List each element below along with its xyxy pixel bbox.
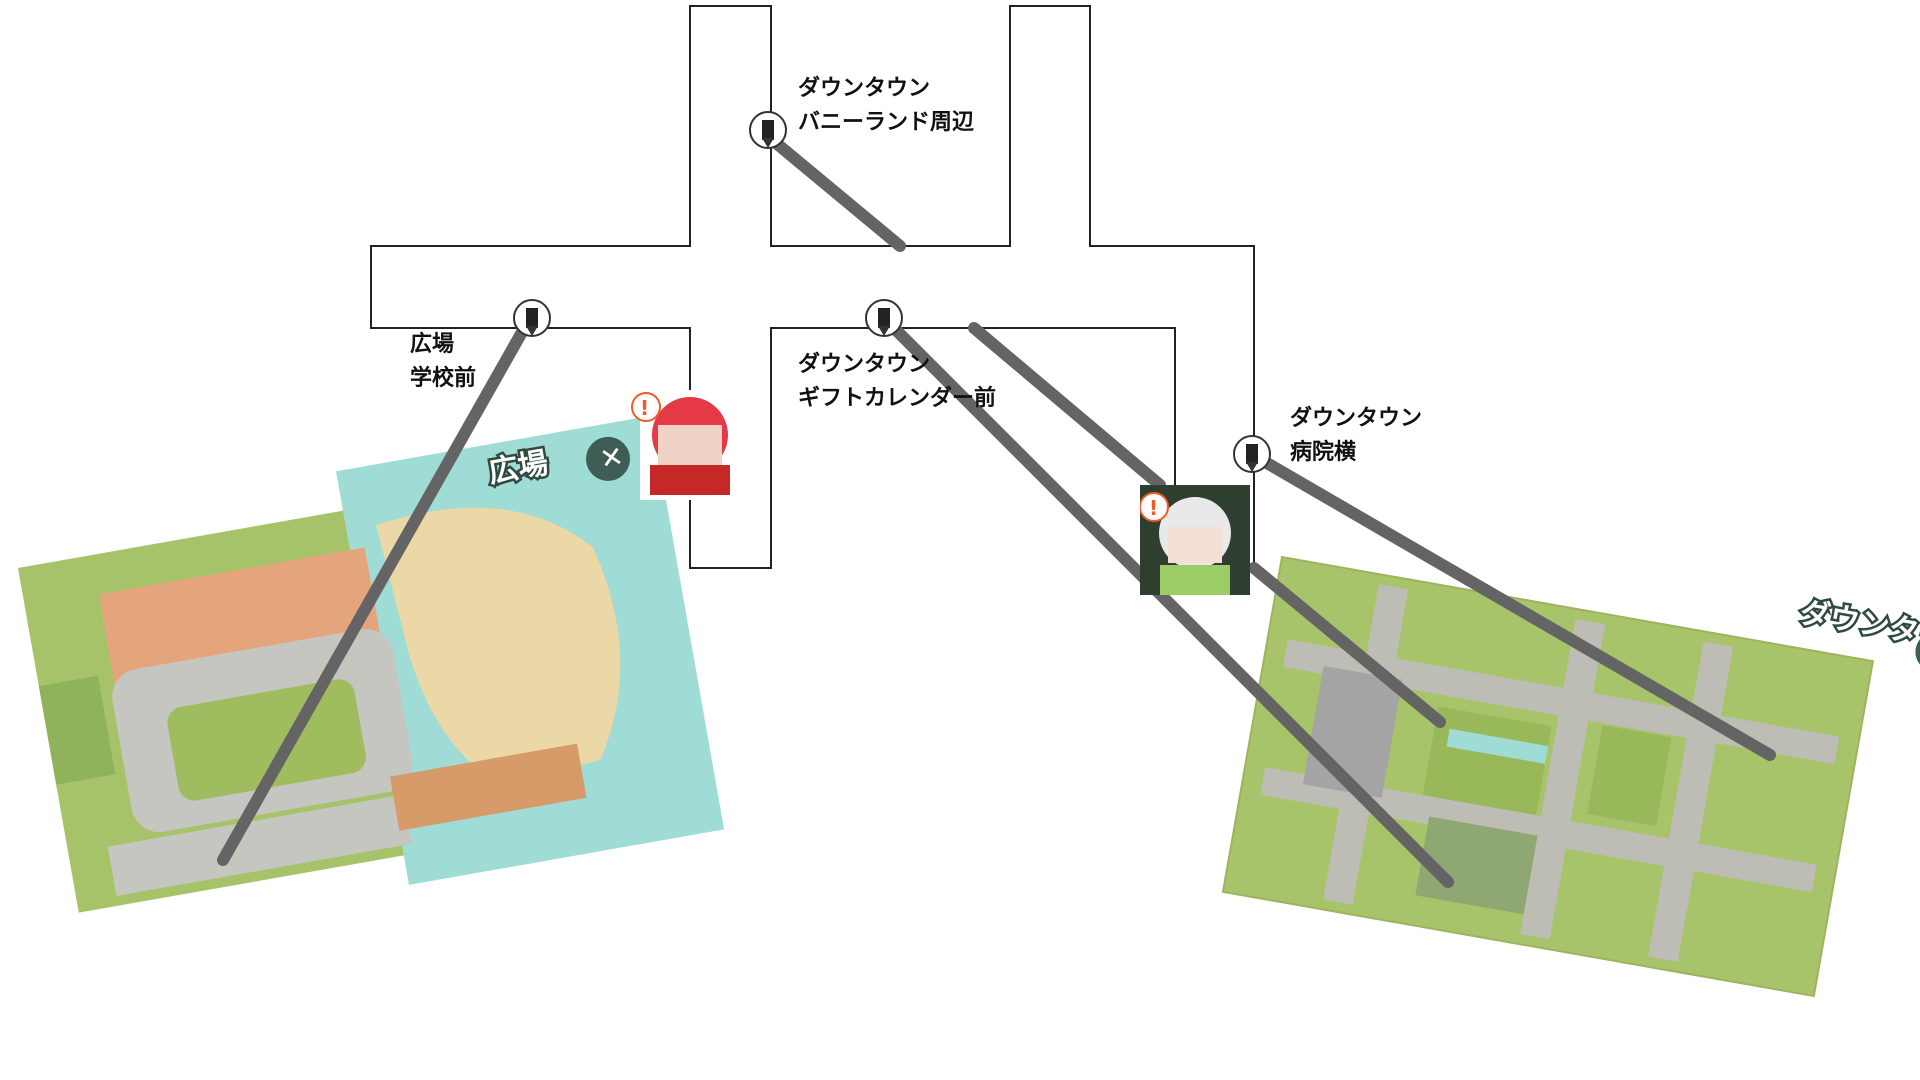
label-gift-line-2: ギフトカレンダー前: [798, 386, 997, 411]
door-exit-icon: [878, 308, 890, 328]
label-hospital-line-2: 病院横: [1290, 440, 1357, 465]
label-bunny: ダウンタウン バニーランド周辺: [798, 72, 974, 140]
label-hospital: ダウンタウン 病院横: [1290, 402, 1422, 470]
marker-hospital[interactable]: [1230, 432, 1290, 492]
marker-gift[interactable]: [862, 296, 922, 356]
door-exit-icon: [762, 120, 774, 140]
marker-plaza[interactable]: [510, 296, 570, 356]
exclamation-icon: !: [1149, 496, 1158, 520]
label-gift-line-1: ダウンタウン: [798, 352, 931, 377]
label-plaza-line-1: 広場: [410, 332, 455, 357]
label-gift: ダウンタウン ギフトカレンダー前: [798, 348, 996, 416]
label-bunny-line-1: ダウンタウン: [798, 76, 931, 101]
door-exit-icon: [1246, 444, 1258, 464]
exclamation-icon: !: [640, 396, 649, 420]
label-hospital-line-1: ダウンタウン: [1290, 406, 1423, 431]
portrait-gray-hair: !: [1140, 485, 1250, 595]
label-plaza-line-2: 学校前: [410, 366, 477, 391]
marker-bunny[interactable]: [746, 108, 806, 168]
portrait-red-hair: !: [631, 390, 740, 500]
door-exit-icon: [526, 308, 538, 328]
label-bunny-line-2: バニーランド周辺: [798, 110, 975, 135]
svg-text:✕: ✕: [597, 439, 626, 476]
close-icon[interactable]: [583, 433, 634, 484]
label-plaza: 広場 学校前: [410, 328, 476, 396]
